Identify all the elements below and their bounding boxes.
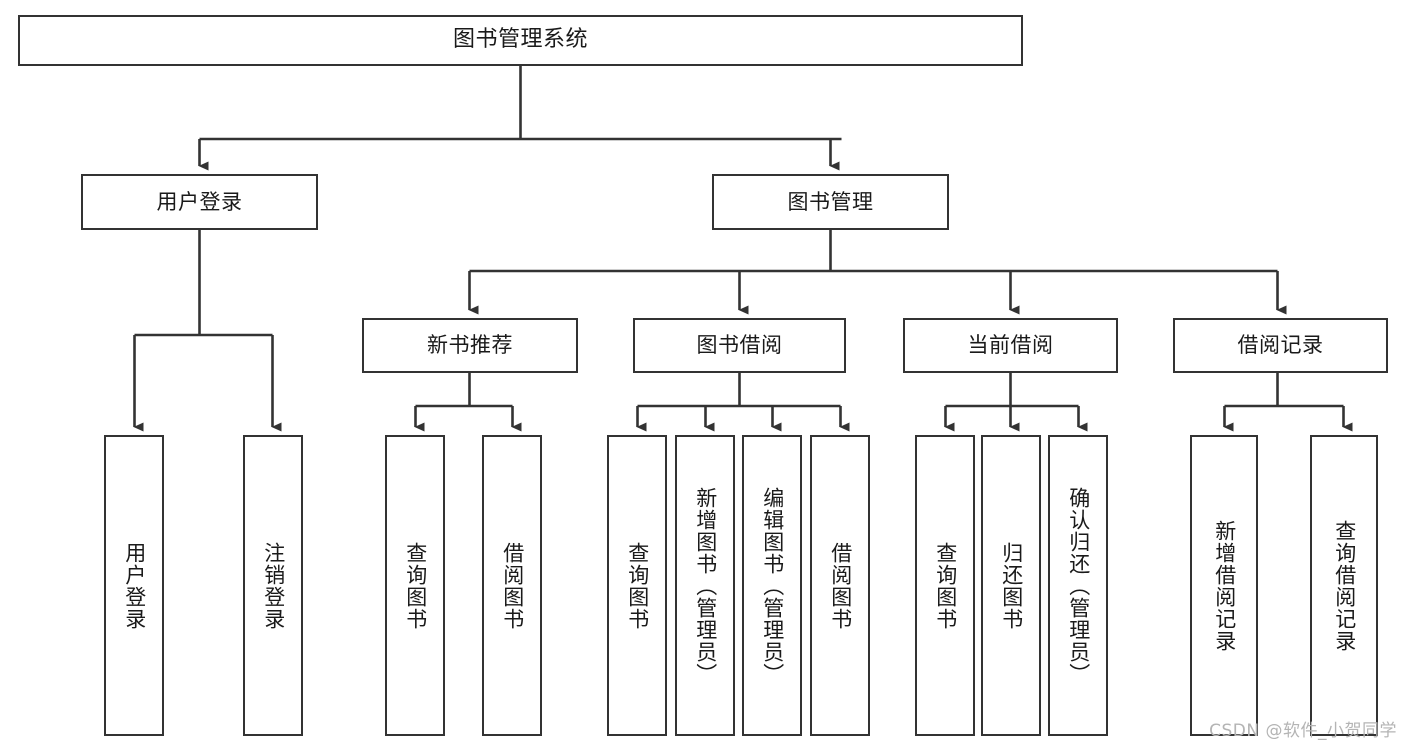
node-leaf-logout[interactable]: 注销登录 bbox=[243, 435, 303, 736]
node-label: 图书管理 bbox=[787, 189, 874, 214]
node-borrow-record[interactable]: 借阅记录 bbox=[1173, 318, 1388, 373]
node-label: 图书管理系统 bbox=[452, 27, 588, 53]
node-leaf-query-book-borrow[interactable]: 查询图书 bbox=[607, 435, 667, 736]
node-label: 新书推荐 bbox=[427, 333, 513, 358]
node-leaf-query-borrow-record[interactable]: 查询借阅记录 bbox=[1310, 435, 1378, 736]
node-label: 查询借阅记录 bbox=[1332, 519, 1357, 652]
node-leaf-user-login[interactable]: 用户登录 bbox=[104, 435, 164, 736]
node-root-system[interactable]: 图书管理系统 bbox=[18, 15, 1023, 66]
node-label: 注销登录 bbox=[261, 541, 286, 630]
node-leaf-query-book-current[interactable]: 查询图书 bbox=[915, 435, 975, 736]
node-leaf-query-book-recommend[interactable]: 查询图书 bbox=[385, 435, 445, 736]
node-leaf-add-book[interactable]: 新增图书（管理员） bbox=[675, 435, 735, 736]
node-label: 借阅图书 bbox=[500, 541, 525, 630]
node-label: 查询图书 bbox=[403, 541, 428, 630]
node-leaf-borrow-book-recommend[interactable]: 借阅图书 bbox=[482, 435, 542, 736]
node-leaf-add-borrow-record[interactable]: 新增借阅记录 bbox=[1190, 435, 1258, 736]
node-new-book-recommend[interactable]: 新书推荐 bbox=[362, 318, 578, 373]
node-current-borrow[interactable]: 当前借阅 bbox=[903, 318, 1118, 373]
node-label: 归还图书 bbox=[999, 541, 1024, 630]
node-label: 编辑图书（管理员） bbox=[760, 486, 785, 685]
node-label: 用户登录 bbox=[122, 541, 147, 630]
node-leaf-confirm-return[interactable]: 确认归还（管理员） bbox=[1048, 435, 1108, 736]
node-label: 当前借阅 bbox=[967, 333, 1054, 358]
node-leaf-borrow-book[interactable]: 借阅图书 bbox=[810, 435, 870, 736]
node-user-login[interactable]: 用户登录 bbox=[81, 174, 318, 230]
node-book-borrow[interactable]: 图书借阅 bbox=[633, 318, 846, 373]
node-label: 查询图书 bbox=[625, 541, 650, 630]
node-label: 确认归还（管理员） bbox=[1066, 486, 1091, 685]
node-book-manage[interactable]: 图书管理 bbox=[712, 174, 949, 230]
node-label: 借阅记录 bbox=[1237, 333, 1324, 358]
node-leaf-return-book[interactable]: 归还图书 bbox=[981, 435, 1041, 736]
node-leaf-edit-book[interactable]: 编辑图书（管理员） bbox=[742, 435, 802, 736]
node-label: 新增借阅记录 bbox=[1212, 519, 1237, 652]
node-label: 查询图书 bbox=[933, 541, 958, 630]
node-label: 借阅图书 bbox=[828, 541, 853, 630]
node-label: 新增图书（管理员） bbox=[693, 486, 718, 685]
watermark: CSDN @软件_小贺同学 bbox=[1209, 721, 1397, 741]
node-label: 图书借阅 bbox=[696, 333, 783, 358]
node-label: 用户登录 bbox=[156, 189, 243, 214]
